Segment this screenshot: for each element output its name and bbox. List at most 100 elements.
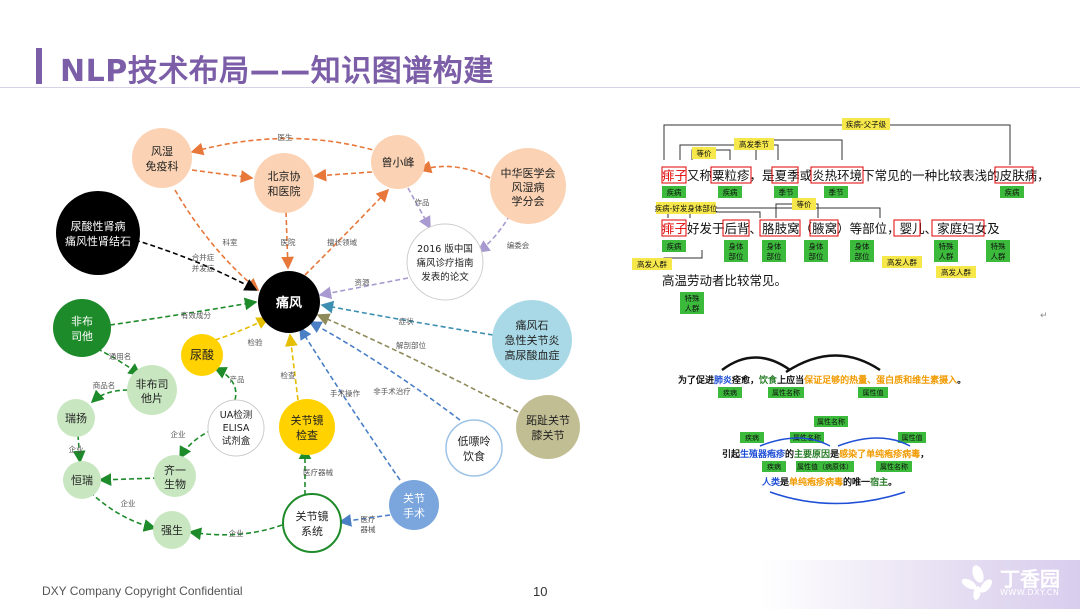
slide-title: NLP技术布局——知识图谱构建 — [60, 54, 494, 89]
svg-text:疾病-好发身体部位: 疾病-好发身体部位 — [655, 203, 718, 213]
edge-labels: 医生 作品 科室 医院 擅长领域 编委会 合并症 并发症 资源 有效成分 检验 … — [69, 132, 530, 538]
svg-text:疾病: 疾病 — [1005, 187, 1020, 197]
svg-text:身体: 身体 — [729, 241, 744, 251]
svg-text:属性值: 属性值 — [902, 433, 923, 442]
edge-label: 企业 — [69, 444, 84, 454]
svg-text:试剂盒: 试剂盒 — [222, 435, 251, 447]
edge-zeng-guide — [407, 187, 431, 230]
svg-text:季节: 季节 — [779, 187, 794, 197]
edge-feibu-tongfeng — [109, 297, 258, 326]
svg-text:北京协: 北京协 — [268, 169, 301, 183]
edge-label: 医生 — [278, 132, 293, 142]
svg-text:疾病: 疾病 — [667, 187, 682, 197]
svg-text:尿酸性肾病: 尿酸性肾病 — [71, 219, 126, 233]
svg-text:膝关节: 膝关节 — [532, 428, 565, 442]
edge-label: 检查 — [281, 370, 296, 380]
svg-text:强生: 强生 — [161, 523, 183, 537]
svg-text:痛风石: 痛风石 — [516, 318, 549, 332]
svg-text:人类是单纯疱疹病毒的唯一宿主。: 人类是单纯疱疹病毒的唯一宿主。 — [761, 476, 897, 488]
edge-label: 有效成分 — [181, 310, 211, 320]
edge-label: 器械 — [361, 524, 376, 534]
page-number: 10 — [533, 584, 548, 599]
svg-text:饮食: 饮食 — [463, 449, 485, 463]
annotation-sentence-2: 痱子好发于后背、胳肢窝（腋窝）等部位，婴儿、家庭妇女及 — [662, 221, 1000, 236]
footer-copyright: DXY Company Copyright Confidential — [42, 584, 243, 598]
edge-label: 产品 — [230, 374, 245, 384]
edge-ruiyang-hengrui — [72, 434, 86, 464]
svg-text:属性名称: 属性名称 — [880, 462, 908, 471]
svg-text:属性名称: 属性名称 — [772, 388, 800, 397]
logo-url: WWW.DXY.CN — [1000, 588, 1060, 597]
svg-text:人群: 人群 — [939, 251, 954, 261]
svg-text:疾病-父子级: 疾病-父子级 — [846, 119, 887, 129]
svg-text:属性值（病原体）: 属性值（病原体） — [797, 462, 853, 471]
edge-tongfeng-zeng — [304, 188, 390, 276]
node-qiangsheng: 强生 — [153, 511, 191, 549]
edge-ss-xt — [338, 514, 391, 527]
dxy-logo-icon — [961, 565, 992, 600]
svg-text:引起生殖器疱疹的主要原因是感染了单纯疱疹病毒，: 引起生殖器疱疹的主要原因是感染了单纯疱疹病毒， — [722, 448, 929, 460]
edge-xt-qiangsheng — [188, 524, 283, 541]
footer-gradient — [760, 560, 1080, 609]
svg-text:非布: 非布 — [71, 315, 93, 328]
edge-label: 通用名 — [109, 351, 132, 361]
svg-text:高发人群: 高发人群 — [941, 267, 971, 277]
edge-label: 医疗 — [361, 514, 376, 524]
svg-text:身体: 身体 — [767, 241, 782, 251]
svg-text:生物: 生物 — [164, 477, 186, 491]
svg-text:季节: 季节 — [829, 187, 844, 197]
svg-text:尿酸: 尿酸 — [190, 347, 214, 362]
edge-label: 并发症 — [192, 263, 215, 273]
edge-guide-tongfeng — [318, 277, 409, 300]
edge-label: 医疗器械 — [303, 467, 333, 477]
svg-text:痛风诊疗指南: 痛风诊疗指南 — [416, 257, 473, 269]
svg-text:高发季节: 高发季节 — [739, 139, 769, 149]
title-underline — [0, 87, 1080, 88]
svg-text:风湿: 风湿 — [151, 145, 173, 158]
svg-text:学分会: 学分会 — [512, 194, 545, 208]
edge-label: 医院 — [281, 237, 296, 247]
svg-text:手术: 手术 — [403, 506, 425, 520]
edge-feibupian-ruiyang — [90, 389, 129, 404]
svg-text:特殊: 特殊 — [685, 293, 700, 303]
edge-label: 企业 — [229, 528, 244, 538]
svg-text:高发人群: 高发人群 — [887, 257, 917, 267]
edge-label: 商品名 — [93, 380, 116, 390]
svg-text:关节镜: 关节镜 — [296, 509, 329, 523]
svg-text:疾病: 疾病 — [745, 433, 759, 442]
edge-label: 科室 — [223, 237, 238, 247]
edge-label: 检验 — [248, 337, 263, 347]
edge-label: 作品 — [415, 197, 430, 207]
svg-text:疾病: 疾病 — [723, 187, 738, 197]
svg-text:和医院: 和医院 — [268, 184, 301, 198]
edge-zhonghua-guide — [476, 214, 511, 253]
edge-label: 编委会 — [507, 240, 530, 250]
svg-text:恒瑞: 恒瑞 — [71, 473, 93, 487]
edge-label: 企业 — [171, 429, 186, 439]
edge-ss-tongfeng — [299, 326, 401, 481]
svg-text:他片: 他片 — [141, 392, 163, 405]
svg-text:瑞扬: 瑞扬 — [65, 411, 87, 425]
svg-text:非布司: 非布司 — [136, 378, 169, 391]
svg-text:检查: 检查 — [296, 428, 318, 442]
svg-text:为了促进肺炎痊愈，饮食上应当保证足够的热量、蛋白质和维生素摄: 为了促进肺炎痊愈，饮食上应当保证足够的热量、蛋白质和维生素摄入。 — [678, 374, 966, 386]
edge-label: 非手术治疗 — [373, 386, 411, 396]
svg-text:部位: 部位 — [855, 251, 870, 261]
svg-text:急性关节炎: 急性关节炎 — [505, 333, 560, 347]
title-accent — [36, 48, 42, 84]
edge-fengshi-tongfeng — [174, 189, 260, 292]
svg-text:发表的论文: 发表的论文 — [421, 271, 469, 283]
svg-text:疾病: 疾病 — [723, 388, 737, 397]
svg-text:特殊: 特殊 — [991, 241, 1006, 251]
